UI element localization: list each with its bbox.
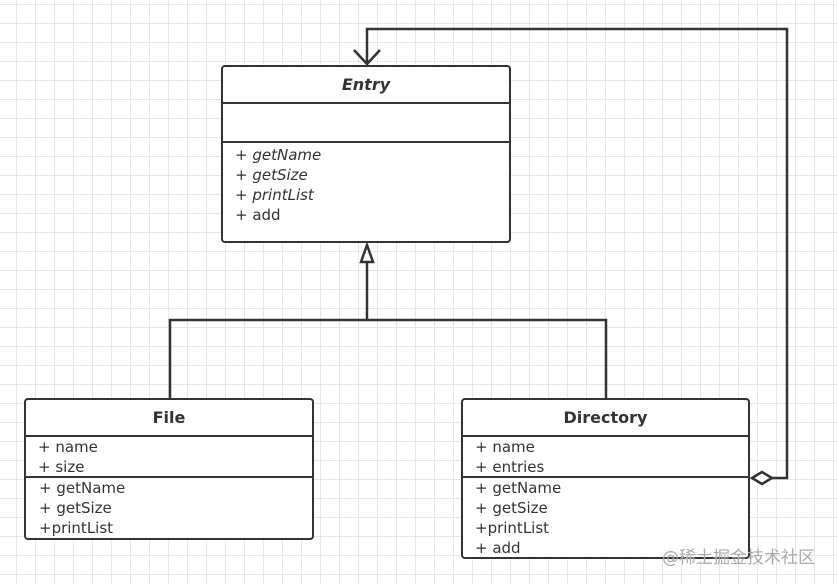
attribute: + entries xyxy=(475,458,545,476)
methods-section: + getName + getSize +printList + add xyxy=(463,478,748,558)
class-name: Entry xyxy=(223,67,509,104)
attribute: + name xyxy=(38,438,98,456)
aggregation-diamond xyxy=(749,470,775,486)
inheritance-branch xyxy=(168,318,608,399)
method: + printList xyxy=(235,186,314,204)
method: + getName xyxy=(475,479,562,497)
method: + getName xyxy=(235,146,322,164)
method: + add xyxy=(475,539,521,557)
attributes-section: + name + entries xyxy=(463,437,748,478)
class-entry[interactable]: Entry + getName + getSize + printList + … xyxy=(221,65,511,243)
inheritance-triangle xyxy=(359,241,375,264)
attribute: + name xyxy=(475,438,535,456)
class-name: Directory xyxy=(463,400,748,437)
class-name: File xyxy=(26,400,312,437)
method: + getSize xyxy=(235,166,308,184)
aggregation-line xyxy=(365,27,789,480)
open-arrow-head xyxy=(353,49,381,66)
attribute: + size xyxy=(38,458,85,476)
method: + getSize xyxy=(39,499,112,517)
methods-section: + getName + getSize +printList xyxy=(26,478,312,538)
attributes-section xyxy=(223,104,509,143)
method: + add xyxy=(235,206,281,224)
method: +printList xyxy=(39,519,114,537)
method: + getName xyxy=(39,479,126,497)
method: +printList xyxy=(475,519,550,537)
attributes-section: + name + size xyxy=(26,437,312,478)
methods-section: + getName + getSize + printList + add xyxy=(223,143,509,225)
watermark: @稀土掘金技术社区 xyxy=(662,548,815,568)
method: + getSize xyxy=(475,499,548,517)
class-directory[interactable]: Directory + name + entries + getName + g… xyxy=(461,398,750,559)
class-file[interactable]: File + name + size + getName + getSize +… xyxy=(24,398,314,540)
